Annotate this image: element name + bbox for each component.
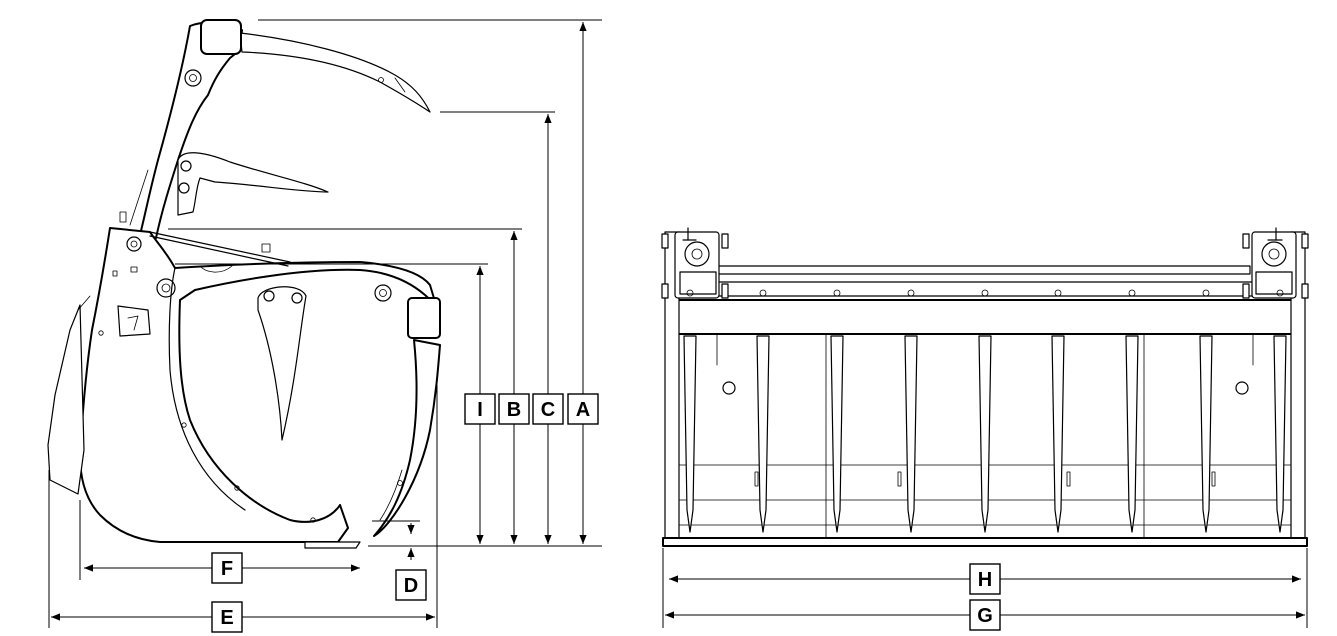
tine bbox=[1125, 289, 1139, 533]
dimension-g: G bbox=[665, 599, 1305, 631]
tine bbox=[1199, 289, 1213, 533]
dimension-h: H bbox=[669, 563, 1301, 595]
front-view: H G bbox=[661, 227, 1309, 631]
bucket-body bbox=[47, 227, 441, 549]
dimension-a: A bbox=[567, 22, 599, 544]
tine bbox=[904, 289, 918, 533]
left-cylinder-mount bbox=[661, 227, 729, 299]
tine bbox=[683, 289, 697, 533]
reference-lines bbox=[48, 19, 602, 628]
tine bbox=[978, 289, 992, 533]
dimension-i: I bbox=[464, 266, 496, 544]
upper-grab-arm bbox=[119, 19, 431, 239]
dimension-c-label: C bbox=[541, 399, 555, 421]
tine bbox=[830, 289, 844, 533]
dimension-e: E bbox=[51, 601, 435, 633]
dimension-a-label: A bbox=[576, 399, 590, 421]
dimension-b-label: B bbox=[507, 399, 521, 421]
dimension-b: B bbox=[498, 231, 530, 544]
dimension-f: F bbox=[84, 552, 360, 584]
tine bbox=[1273, 289, 1287, 533]
dimension-e-label: E bbox=[220, 607, 233, 629]
bucket-front-frame bbox=[662, 231, 1308, 547]
tine bbox=[1051, 289, 1065, 533]
dimension-g-label: G bbox=[977, 605, 993, 627]
dimension-c: C bbox=[532, 114, 564, 544]
right-cylinder-mount bbox=[1242, 227, 1309, 299]
tine bbox=[756, 289, 770, 533]
dimension-d: D bbox=[395, 523, 427, 601]
dimension-i-label: I bbox=[477, 399, 483, 421]
side-view: A C B I D F bbox=[47, 19, 602, 633]
dimension-d-label: D bbox=[404, 575, 418, 597]
tine-row bbox=[683, 289, 1287, 533]
dimension-h-label: H bbox=[978, 569, 992, 591]
dimension-f-label: F bbox=[221, 558, 233, 580]
